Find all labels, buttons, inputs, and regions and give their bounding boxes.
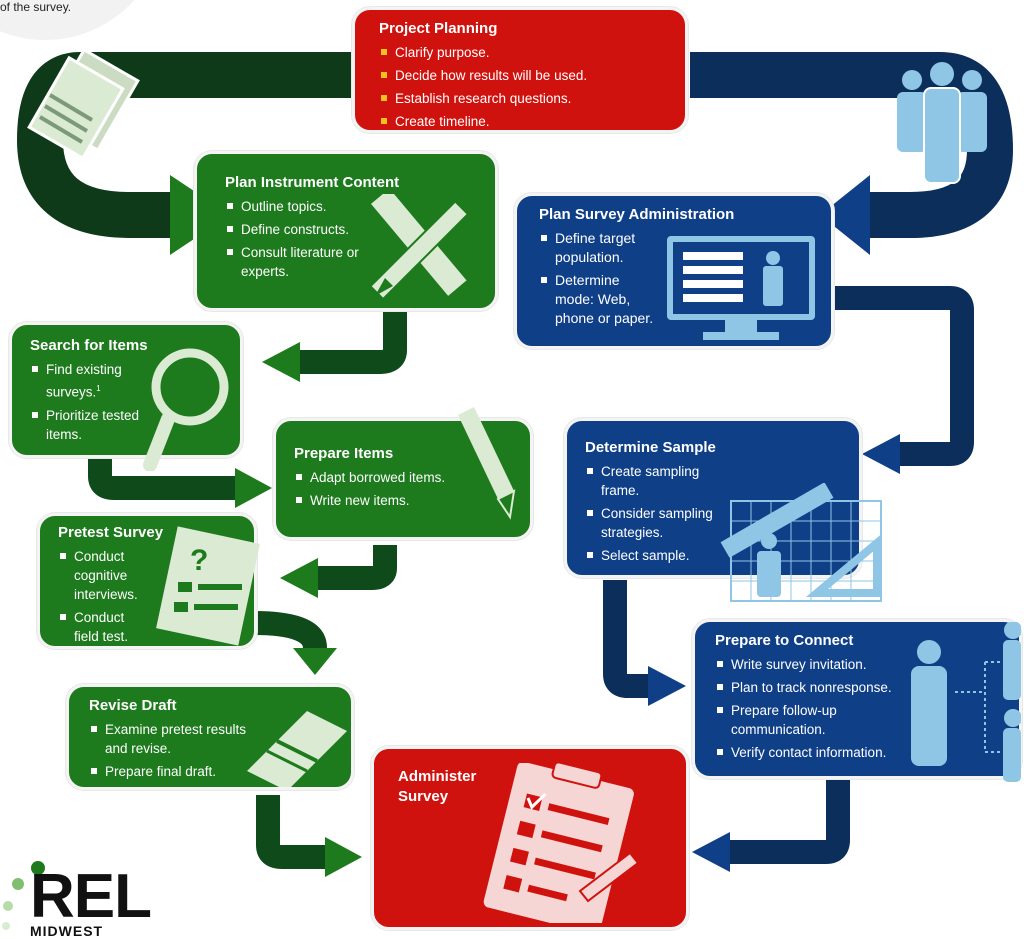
questionnaire-icon: ? — [156, 526, 260, 646]
computer-monitor-icon — [667, 236, 815, 340]
plan-instrument-title: Plan Instrument Content — [225, 174, 400, 191]
footnote-marker: 1 — [96, 384, 101, 393]
arrowhead-pretest — [280, 558, 318, 598]
prepare-connect-box: Prepare to Connect Write survey invitati… — [692, 619, 1022, 782]
clipboard-checklist-icon — [483, 763, 640, 923]
list-item: Outline topics. — [225, 197, 365, 216]
corner-note: of the survey. — [0, 0, 72, 14]
plan-instrument-box: Plan Instrument Content Outline topics. … — [194, 151, 498, 311]
project-planning-box: Project Planning Clarify purpose. Decide… — [352, 7, 688, 133]
arrowhead-admin — [820, 175, 870, 255]
list-item: Prepare follow-up communication. — [715, 701, 905, 739]
arrow-prepare-to-pretest — [318, 545, 397, 590]
arrow-instrument-to-search — [300, 310, 407, 374]
list-item: Clarify purpose. — [379, 43, 661, 62]
arrowhead-revise — [293, 648, 337, 675]
list-item: Consider sampling strategies. — [585, 504, 725, 542]
arrow-sample-to-connect — [603, 580, 648, 698]
list-item: Determine mode: Web, phone or paper. — [539, 271, 657, 328]
list-item: Define target population. — [539, 229, 657, 267]
documents-icon — [27, 47, 140, 161]
list-item: Prioritize tested items. — [30, 406, 140, 444]
people-connection-icon — [911, 622, 1021, 782]
list-item: Write new items. — [294, 491, 512, 510]
list-item: Conduct field test. — [58, 608, 142, 646]
list-item: Consult literature or experts. — [225, 243, 365, 281]
list-item: Create sampling frame. — [585, 462, 725, 500]
people-group-icon — [897, 62, 987, 184]
plan-admin-title: Plan Survey Administration — [539, 206, 735, 223]
list-item: Establish research questions. — [379, 89, 661, 108]
list-item: Verify contact information. — [715, 743, 905, 762]
arrowhead-administer-left — [325, 837, 362, 877]
arrowhead-sample — [862, 434, 900, 474]
list-item: Examine pretest results and revise. — [89, 720, 259, 758]
list-item: Adapt borrowed items. — [294, 468, 512, 487]
sampling-grid-icon — [720, 483, 882, 602]
list-item: Define constructs. — [225, 220, 365, 239]
magnifying-glass-icon — [143, 348, 229, 471]
pretest-box: Pretest Survey Conduct cognitive intervi… — [37, 513, 260, 649]
arrowhead-administer-right — [692, 832, 730, 872]
pencil-icon — [458, 407, 516, 520]
list-item: Decide how results will be used. — [379, 66, 661, 85]
corner-circle — [0, 0, 135, 40]
list-item: Select sample. — [585, 546, 725, 565]
search-items-box: Search for Items Find existing surveys.1… — [9, 322, 243, 471]
determine-sample-title: Determine Sample — [585, 439, 716, 456]
prepare-items-box: Prepare Items Adapt borrowed items. Writ… — [273, 407, 533, 540]
svg-text:?: ? — [190, 544, 208, 577]
ruler-pencil-icon — [368, 194, 470, 301]
list-item: Plan to track nonresponse. — [715, 678, 905, 697]
project-planning-title: Project Planning — [379, 20, 498, 37]
arrow-connect-to-administer — [730, 780, 850, 864]
administer-title: Administer Survey — [398, 768, 477, 805]
list-item: Write survey invitation. — [715, 655, 905, 674]
arrowhead-connect — [648, 666, 686, 706]
plan-admin-box: Plan Survey Administration Define target… — [514, 193, 834, 349]
list-item: Find existing surveys.1 — [30, 360, 140, 402]
arrow-revise-to-administer — [256, 795, 325, 869]
arrowhead-search — [262, 342, 300, 382]
prepare-items-title: Prepare Items — [294, 445, 394, 462]
list-item: Create timeline. — [379, 112, 661, 131]
rel-logo-dots — [2, 861, 45, 930]
revise-box: Revise Draft Examine pretest results and… — [66, 684, 354, 790]
prepare-connect-title: Prepare to Connect — [715, 632, 854, 649]
list-item-text: Find existing surveys. — [46, 362, 122, 400]
revise-title: Revise Draft — [89, 697, 177, 714]
list-item: Prepare final draft. — [89, 762, 259, 781]
administer-box: Administer Survey — [371, 746, 689, 930]
search-items-title: Search for Items — [30, 337, 148, 354]
arrow-admin-to-sample — [830, 286, 974, 466]
rel-logo-text: REL — [30, 862, 152, 931]
list-item: Conduct cognitive interviews. — [58, 547, 142, 604]
arrow-pretest-to-revise — [254, 611, 327, 650]
determine-sample-box: Determine Sample Create sampling frame. … — [564, 418, 882, 602]
eraser-icon — [247, 711, 347, 787]
pretest-title: Pretest Survey — [58, 524, 164, 541]
rel-logo-subtitle: MIDWEST — [30, 923, 104, 939]
arrow-search-to-prepare — [88, 458, 235, 500]
arrowhead-prepare — [235, 468, 272, 508]
